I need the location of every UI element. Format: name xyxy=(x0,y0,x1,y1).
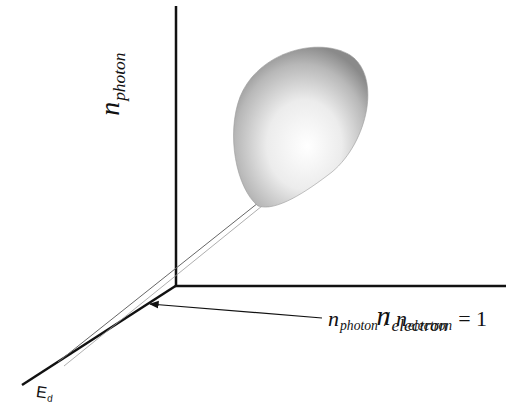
symbol-text: n xyxy=(396,308,407,330)
symbol-text: E xyxy=(35,384,48,401)
symbol-text: / xyxy=(384,308,390,330)
subscript-text: electron xyxy=(408,319,452,333)
horizontal-axis xyxy=(175,285,506,288)
leader-arrow xyxy=(150,304,322,318)
symbol-text: = 1 xyxy=(458,308,487,330)
subscript-text: photon xyxy=(340,319,378,333)
symbol-text: n xyxy=(96,102,124,116)
subscript-text: photon xyxy=(111,53,128,101)
ratio-line xyxy=(64,206,262,366)
depth-axis xyxy=(22,285,177,385)
distribution-volume xyxy=(234,47,368,207)
symbol-text: n xyxy=(328,308,339,330)
photon-axis-label: nphoton xyxy=(96,53,128,116)
subscript-text: d xyxy=(46,394,53,405)
vertical-axis xyxy=(175,6,178,287)
ratio-line xyxy=(58,203,258,362)
energy-axis-label: Ed xyxy=(34,384,54,405)
ratio-label: nphoton/nelectron= 1 xyxy=(328,308,487,333)
